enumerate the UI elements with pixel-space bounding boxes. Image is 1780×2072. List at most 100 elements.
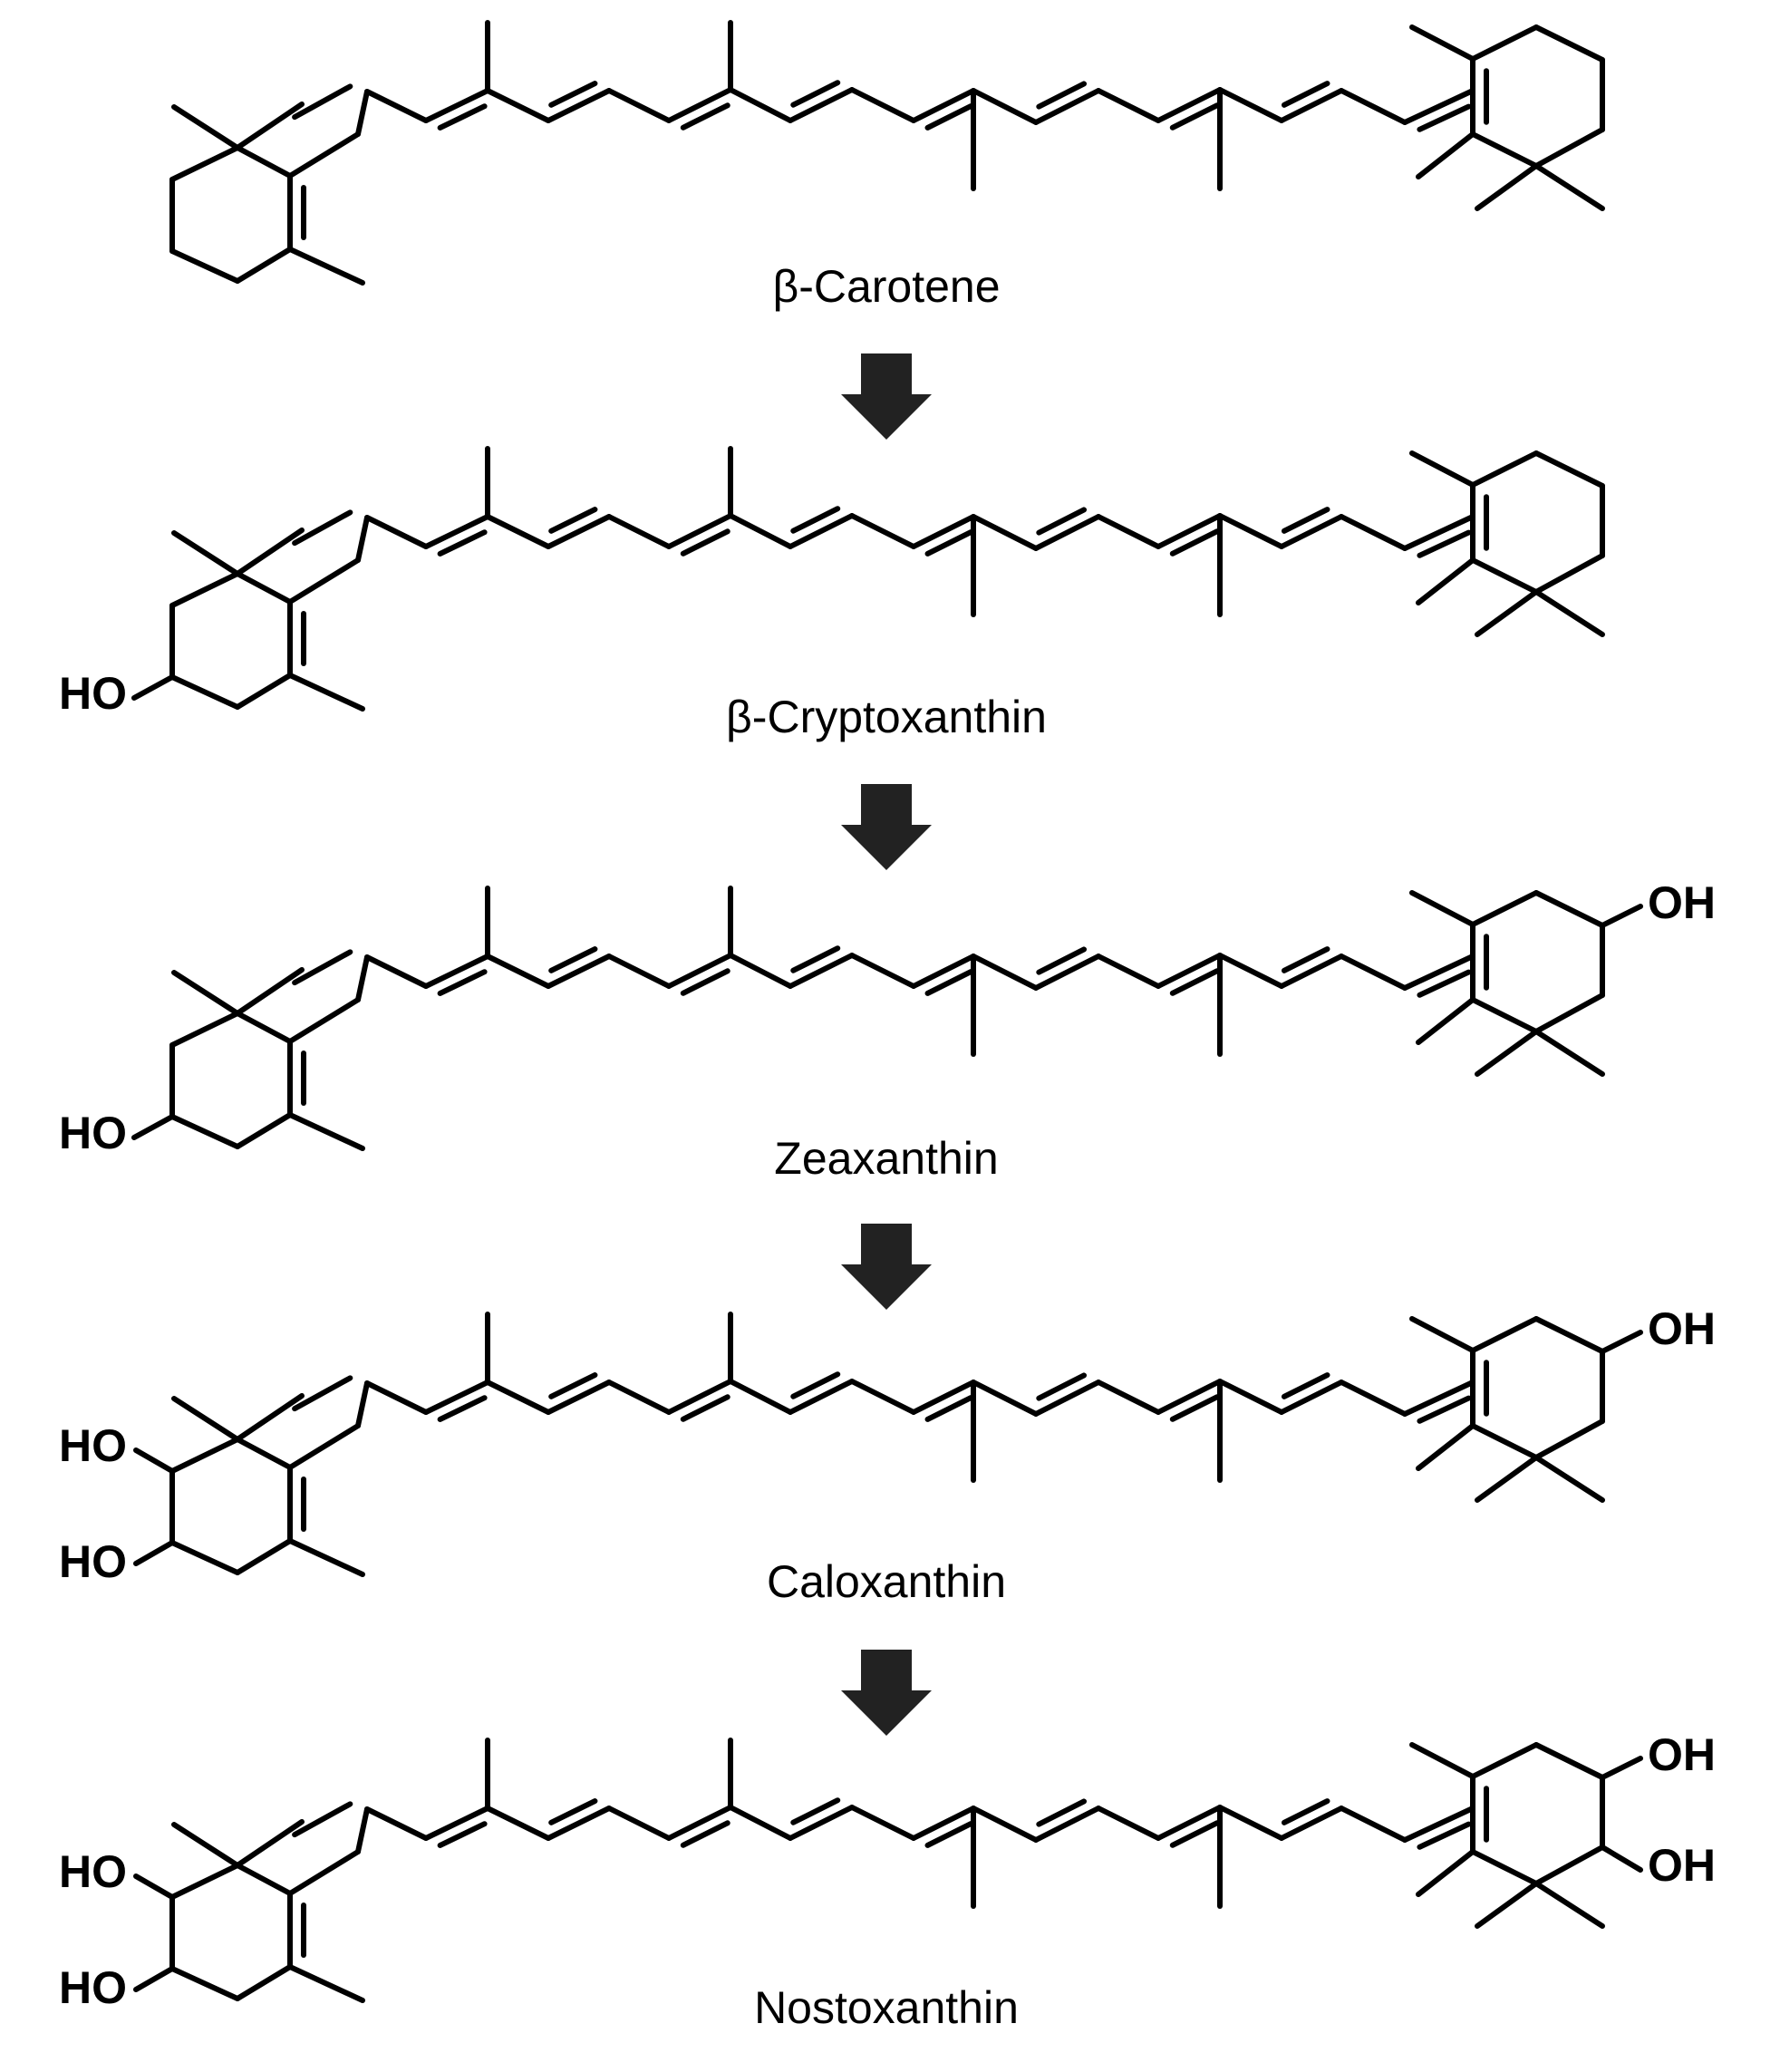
chain-bond <box>728 953 793 989</box>
hydroxyl-label: OH <box>1648 1729 1716 1780</box>
hydroxyl-bond <box>1600 1330 1643 1354</box>
methyl-bond <box>235 102 305 150</box>
ring-bond <box>1470 24 1539 62</box>
chain-bond <box>1402 1806 1475 1843</box>
bond <box>1416 1423 1475 1471</box>
hydroxyl-bond <box>1600 1844 1643 1873</box>
chain-bond <box>728 1805 793 1841</box>
ring-bond <box>235 145 293 179</box>
chain-bond <box>728 1379 793 1415</box>
chain-bond <box>788 1805 855 1841</box>
chain-bond <box>546 1380 612 1415</box>
chain-bond <box>1402 1380 1475 1417</box>
methyl-bond <box>1409 1316 1475 1353</box>
methyl-bond <box>1409 24 1475 62</box>
chain-bond <box>355 1380 370 1428</box>
ring-bond <box>1533 24 1605 63</box>
ring-bond <box>169 1437 240 1474</box>
hydroxyl-label: HO <box>59 668 127 719</box>
double-bond-inner <box>437 969 488 996</box>
molecule-name: Zeaxanthin <box>774 1133 998 1184</box>
methyl-bond <box>1475 589 1539 637</box>
hydroxyl-bond <box>133 1966 175 1992</box>
chain-bond <box>728 513 793 549</box>
ring-bond <box>235 1538 293 1575</box>
bond <box>287 557 361 605</box>
chain-bond <box>1033 88 1101 125</box>
double-bond-inner <box>437 1395 488 1422</box>
chain-bond <box>849 87 916 123</box>
chain-bond <box>546 1806 612 1841</box>
methyl-bond <box>1475 1455 1539 1503</box>
chain-bond <box>1096 1380 1161 1415</box>
chain-bond <box>364 89 429 123</box>
ring-bond <box>1470 1316 1539 1353</box>
ring-bond <box>1470 890 1539 927</box>
chain-bond <box>364 1380 429 1415</box>
chain-bond <box>364 1806 429 1841</box>
methyl-bond <box>1475 1881 1539 1929</box>
down-arrow-icon <box>841 1224 932 1310</box>
chain-bond <box>1096 514 1161 549</box>
chain-bond <box>849 513 916 549</box>
methyl-bond <box>171 1822 240 1868</box>
molecule-name: Nostoxanthin <box>754 1982 1019 2033</box>
bond <box>287 1849 361 1896</box>
methyl-bond <box>287 673 365 712</box>
methyl-bond <box>171 1396 240 1442</box>
chain-bond <box>971 88 1039 125</box>
chain-bond <box>666 1805 733 1841</box>
methyl-bond <box>235 1819 305 1868</box>
ring-bond <box>169 1011 240 1048</box>
double-bond-inner <box>1281 946 1330 973</box>
double-bond-inner <box>548 946 598 973</box>
ring-bond <box>1533 890 1605 928</box>
chain-bond <box>666 87 733 123</box>
double-bond-inner <box>1036 507 1088 536</box>
ring-bond <box>235 247 293 284</box>
chain-bond <box>971 1380 1039 1417</box>
hydroxyl-bond <box>133 1540 175 1566</box>
chain-bond <box>1156 1379 1223 1415</box>
chain-bond <box>1033 1806 1101 1843</box>
chain-bond <box>728 87 793 123</box>
molecule-name: β-Carotene <box>772 261 1000 312</box>
chain-bond <box>485 88 551 123</box>
double-bond-inner <box>1169 1394 1220 1422</box>
methyl-bond <box>1533 1029 1605 1077</box>
chain-bond <box>364 954 429 989</box>
double-bond-inner <box>680 528 730 557</box>
chain-bond <box>1096 954 1161 989</box>
double-bond-inner <box>292 949 353 986</box>
chain-bond <box>546 514 612 549</box>
chain-bond <box>606 88 672 123</box>
double-bond-inner <box>1169 1820 1220 1848</box>
ring-bond <box>169 674 240 710</box>
ring-bond <box>1470 1742 1539 1779</box>
bond <box>287 131 361 179</box>
methyl-bond <box>1475 1029 1539 1077</box>
chain-bond <box>1156 513 1223 549</box>
chain-bond <box>1096 88 1161 123</box>
hydroxyl-bond <box>131 1114 175 1140</box>
chain-bond <box>911 1806 976 1841</box>
ring-bond <box>1533 1742 1605 1780</box>
methyl-bond <box>171 104 240 150</box>
chain-bond <box>666 953 733 989</box>
chain-bond <box>1279 88 1344 123</box>
chain-bond <box>1279 1380 1344 1415</box>
methyl-bond <box>1533 589 1605 637</box>
chain-bond <box>606 1806 672 1841</box>
methyl-bond <box>1533 163 1605 211</box>
ring-bond <box>169 145 240 182</box>
chain-bond <box>1156 87 1223 123</box>
chain-bond <box>1156 953 1223 989</box>
chain-bond <box>911 1380 976 1415</box>
double-bond-inner <box>1417 1821 1472 1850</box>
double-bond-inner <box>1281 1798 1330 1825</box>
methyl-bond <box>287 1112 365 1151</box>
ring-bond <box>169 571 240 608</box>
double-bond-inner <box>1281 507 1330 534</box>
ring-bond <box>235 1437 293 1470</box>
chain-bond <box>788 513 855 549</box>
